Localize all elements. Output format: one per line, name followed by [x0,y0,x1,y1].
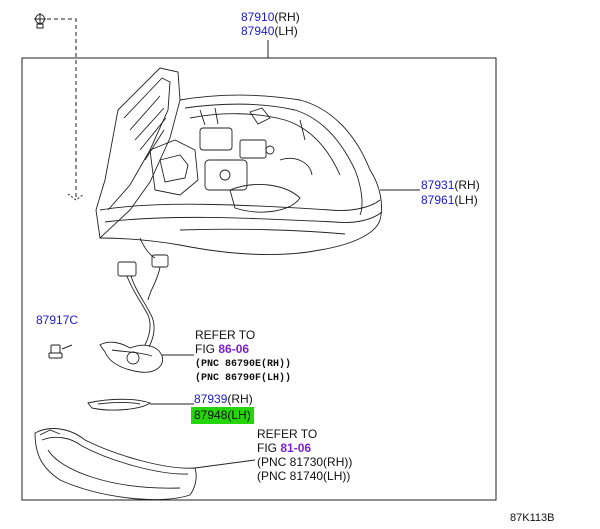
refer-harness-pnc-lh: (PNC 86790F(LH)) [195,373,292,384]
screw-leader-line [47,18,77,200]
cover-part-rh-number[interactable]: 87931 [421,178,455,192]
cover-part-lh-label: 87961(LH) [421,193,478,207]
refer-lamp-fig: FIG 81-06 [257,441,312,455]
refer-harness-fig: FIG 86-06 [195,342,250,356]
refer-harness-text: REFER TO [195,328,256,342]
screw-part-label: 87917C [36,314,78,327]
turn-signal-lamp-drawing [34,428,256,501]
screw-part-number[interactable]: 87917C [36,313,79,327]
cover-part-rh-label: 87931(RH) [421,178,480,192]
gasket-part-rh-label: 87939(RH) [194,392,253,406]
main-part-lh-number[interactable]: 87940 [241,24,275,38]
gasket-part-lh-number[interactable]: 87948 [194,408,228,422]
cover-part-lh-number[interactable]: 87961 [421,193,455,207]
screw-87917C-icon [48,344,73,359]
fig-86-06-link[interactable]: 86-06 [218,342,250,356]
refer-harness-pnc-rh: (PNC 86790E(RH)) [195,359,292,370]
assembly-frame [21,40,497,501]
refer-lamp-text: REFER TO [257,427,318,441]
gasket-part-lh-label-highlighted: 87948(LH) [191,407,254,424]
wire-harness-drawing [99,237,169,373]
main-part-rh-label: 87910(RH) [241,10,300,24]
diagram-code: 87K113B [510,512,555,524]
main-part-rh-number[interactable]: 87910 [241,10,275,24]
gasket-drawing [87,398,194,411]
mirror-assembly-drawing [95,67,383,256]
gasket-part-rh-number[interactable]: 87939 [194,392,228,406]
main-part-lh-label: 87940(LH) [241,24,298,38]
refer-lamp-pnc-lh: (PNC 81740(LH)) [257,469,351,483]
top-screw-icon [34,13,46,29]
fig-81-06-link[interactable]: 81-06 [280,441,312,455]
refer-lamp-pnc-rh: (PNC 81730(RH)) [257,455,353,469]
